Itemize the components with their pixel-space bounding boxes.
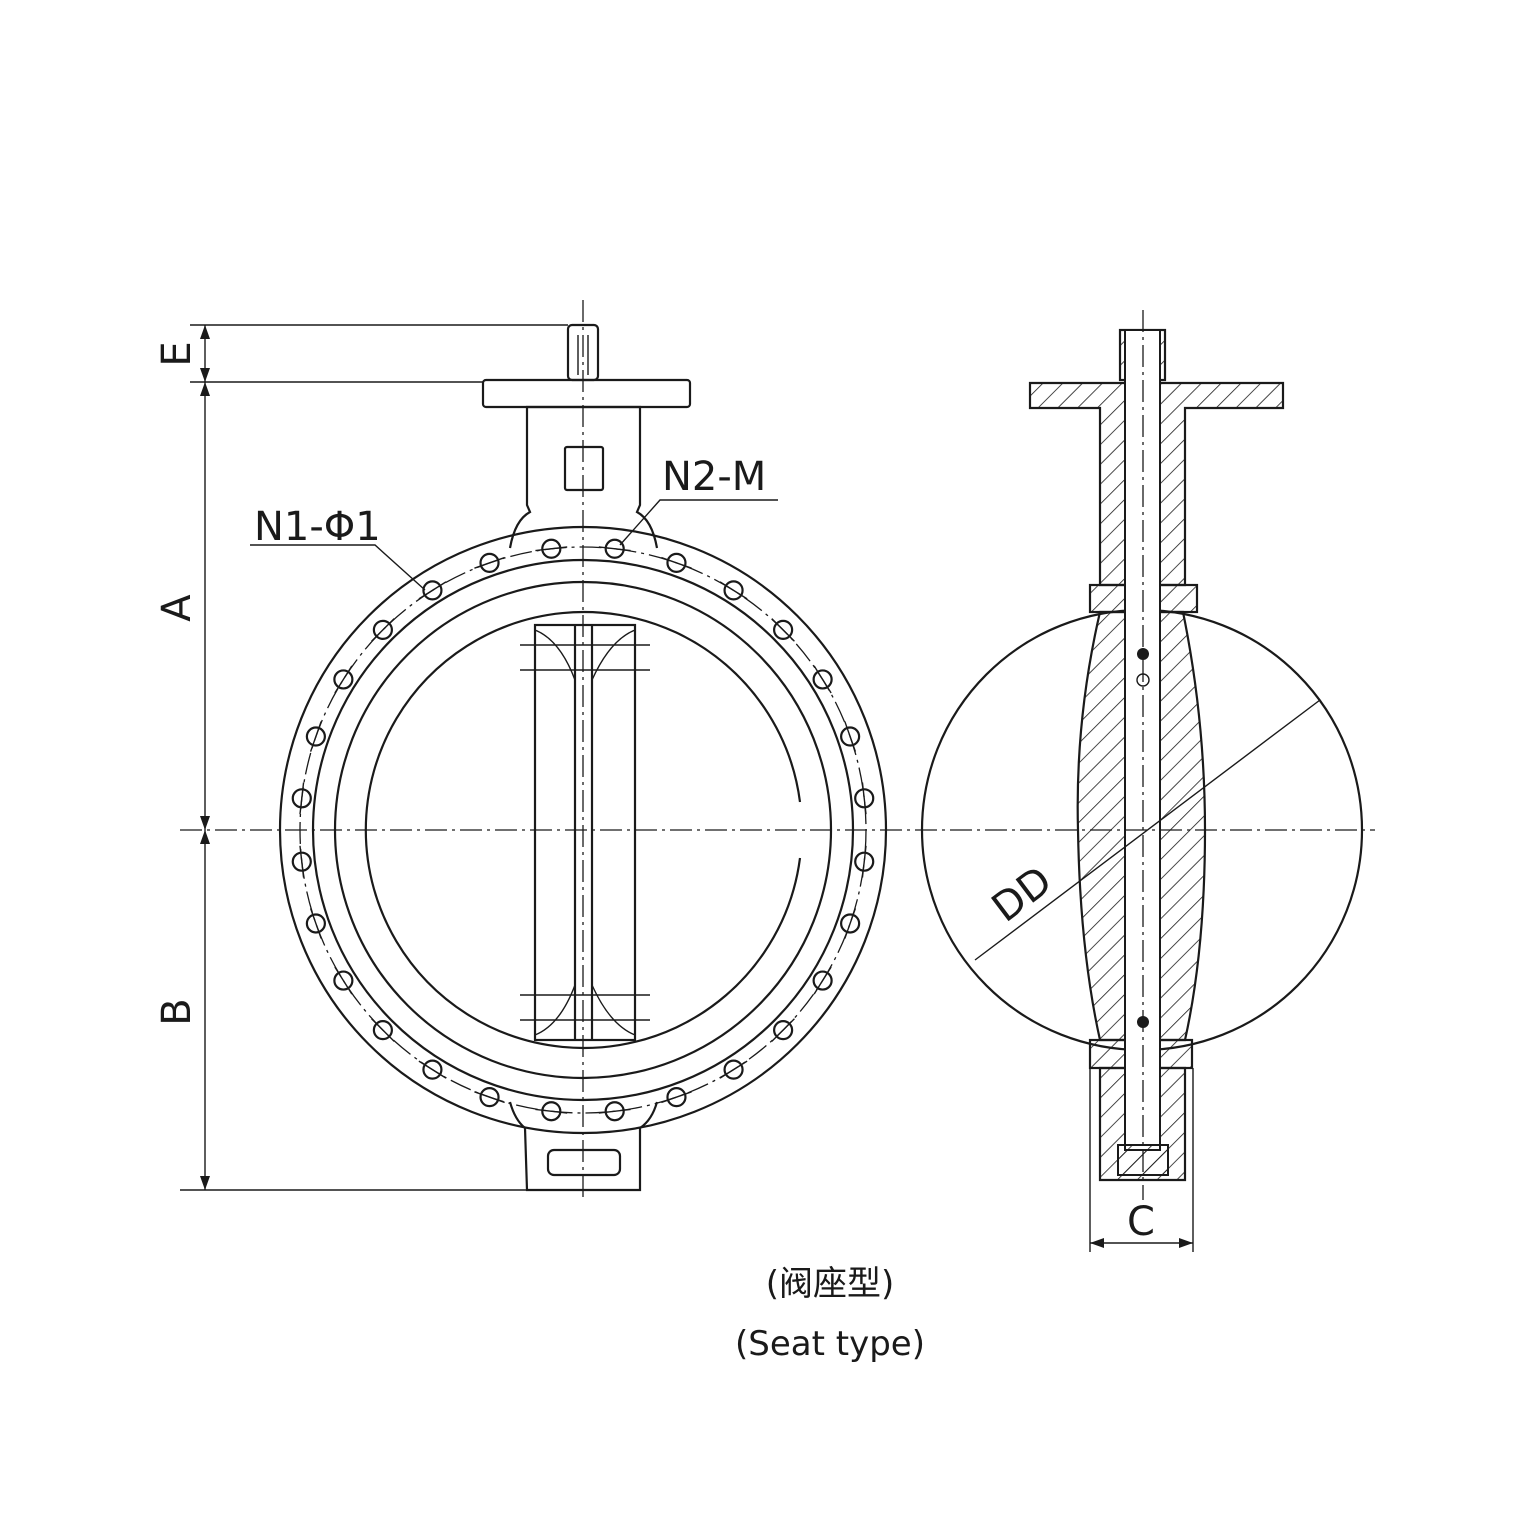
bolt-hole (840, 726, 861, 747)
bolt-hole (479, 552, 500, 573)
bolt-hole (666, 1087, 687, 1108)
bolt-hole-centerline (371, 1018, 395, 1042)
bolt-hole (723, 1059, 744, 1080)
side-view: DD C (915, 310, 1375, 1252)
dim-c-label: C (1127, 1199, 1155, 1245)
bolt-hole (854, 788, 875, 809)
bolt-hole-centerline (719, 1060, 748, 1079)
bolt-hole-centerline (661, 556, 692, 569)
bolt-hole-centerline (598, 1108, 631, 1114)
bolt-hole (372, 619, 393, 640)
bolt-hole (422, 1059, 443, 1080)
dim-a-label: A (154, 594, 200, 622)
bolt-hole-centerline (334, 665, 353, 694)
n1-phi1-label: N1-Φ1 (254, 504, 381, 550)
bolt-hole-centerline (861, 782, 867, 815)
bolt-hole-centerline (844, 908, 857, 939)
bottom-slot (546, 1148, 622, 1177)
dim-b-label: B (154, 998, 200, 1025)
bolt-hole-centerline (418, 1060, 447, 1079)
bolt-hole (854, 851, 875, 872)
neck-window (563, 445, 605, 492)
bolt-hole-centerline (309, 908, 322, 939)
dd-dimension-line (974, 699, 1321, 961)
disc-edge (520, 623, 650, 1042)
bolt-hole (604, 1101, 625, 1122)
bolt-hole-centerline (719, 581, 748, 600)
bolt-hole-centerline (474, 1091, 505, 1104)
n2-leader (619, 499, 778, 546)
bolt-hole-centerline (299, 845, 305, 878)
caption-english: (Seat type) (735, 1324, 925, 1364)
bolt-hole (305, 726, 326, 747)
bolt-hole (422, 580, 443, 601)
bolt-hole-centerline (535, 546, 568, 552)
bolt-hole (812, 669, 833, 690)
bolt-hole-centerline (771, 1018, 795, 1042)
bolt-hole (840, 913, 861, 934)
bolt-hole-centerline (813, 665, 832, 694)
bolt-hole (333, 669, 354, 690)
bolt-hole (479, 1087, 500, 1108)
dim-e-label: E (154, 341, 200, 366)
bolt-hole-centerline (309, 721, 322, 752)
bolt-hole-centerline (334, 966, 353, 995)
bolt-hole (666, 552, 687, 573)
bolt-hole (541, 538, 562, 559)
bolt-hole (723, 580, 744, 601)
bolt-hole (333, 970, 354, 991)
bolt-hole (773, 619, 794, 640)
bolt-hole-centerline (418, 581, 447, 600)
bolt-hole (541, 1101, 562, 1122)
caption-chinese: (阀座型) (766, 1264, 895, 1304)
bolt-hole (291, 851, 312, 872)
top-mounting-flange (481, 378, 692, 409)
bolt-hole-centerline (474, 556, 505, 569)
bolt-hole-centerline (598, 546, 631, 552)
bolt-hole-centerline (771, 618, 795, 642)
bolt-hole (305, 913, 326, 934)
bolt-hole (812, 970, 833, 991)
bolt-holes (291, 538, 875, 1122)
bolt-hole-centerline (844, 721, 857, 752)
bolt-hole-centerline (661, 1091, 692, 1104)
bolt-hole-centerline (371, 618, 395, 642)
n1-leader (250, 544, 426, 591)
n2-m-label: N2-M (662, 454, 766, 500)
bolt-hole (604, 538, 625, 559)
bolt-hole (291, 788, 312, 809)
bolt-hole-centerline (813, 966, 832, 995)
bolt-hole (773, 1020, 794, 1041)
bolt-hole-centerline (299, 782, 305, 815)
dim-dd-label: DD (984, 858, 1061, 932)
bolt-hole-centerline (861, 845, 867, 878)
bolt-hole (372, 1020, 393, 1041)
bolt-hole-centerline (535, 1108, 568, 1114)
front-view: N1-Φ1 N2-M E A B (154, 300, 915, 1200)
dimension-lines (180, 324, 568, 1191)
